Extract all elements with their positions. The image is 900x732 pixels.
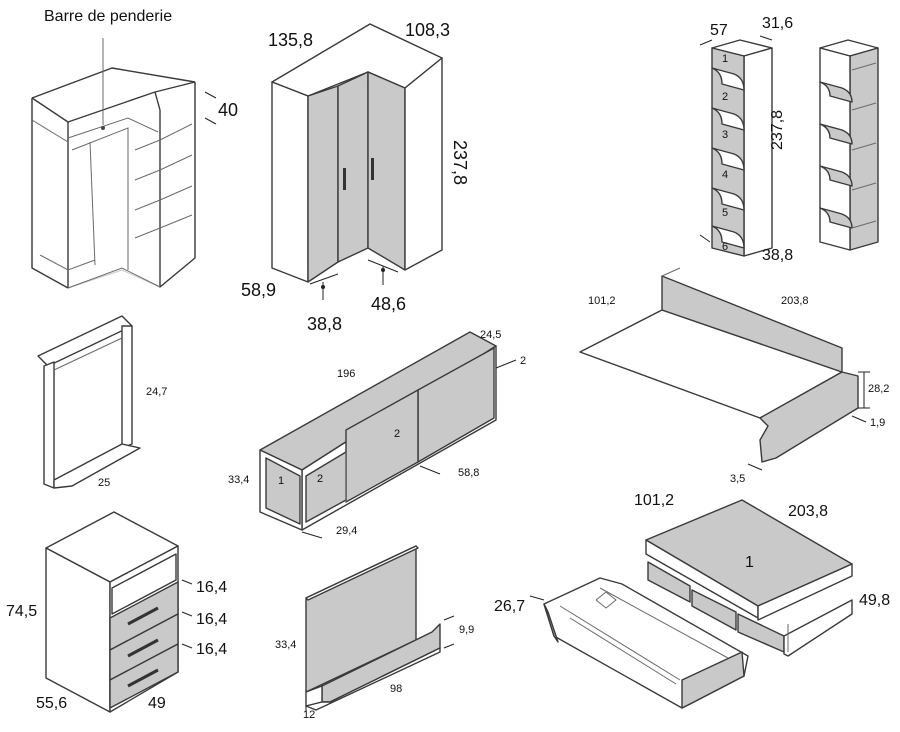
shelf-unit-depth: 31,6	[762, 15, 793, 32]
shelf-number-6: 6	[722, 241, 728, 253]
shelf-number-1: 1	[722, 53, 728, 65]
nightstand-drawer-2: 16,4	[196, 611, 227, 628]
trundle-bed	[529, 499, 853, 709]
tv-unit	[259, 331, 517, 539]
mirror-width: 25	[98, 477, 110, 489]
bed-frame-thickness: 1,9	[870, 417, 885, 429]
wardrobe-height: 237,8	[450, 140, 470, 185]
tv-unit-length: 196	[337, 368, 355, 380]
shelf-number-2: 2	[722, 91, 728, 103]
tv-unit-leg: 29,4	[336, 525, 357, 537]
mirror-frame	[37, 315, 141, 489]
bed-frame-rail	[579, 267, 870, 471]
trundle-height: 49,8	[859, 592, 890, 609]
trundle-drawer-height: 26,7	[494, 598, 525, 615]
shelf-unit-width: 57	[710, 22, 728, 39]
wardrobe-door-right: 48,6	[371, 294, 406, 314]
tv-compartment-2b: 2	[394, 428, 400, 440]
bed-frame-width: 101,2	[588, 295, 616, 307]
corner-wardrobe-wireframe	[31, 38, 217, 289]
wardrobe-door-left: 38,8	[307, 314, 342, 334]
headboard	[305, 545, 455, 712]
tv-unit-inner-width: 58,8	[458, 467, 479, 479]
shelf-number-4: 4	[722, 169, 728, 181]
nightstand-width: 55,6	[36, 695, 67, 712]
nightstand-height: 74,5	[6, 603, 37, 620]
headboard-ledge-depth: 12	[303, 709, 315, 721]
trundle-length: 203,8	[788, 503, 828, 520]
shelf-number-3: 3	[722, 129, 728, 141]
wardrobe-depth-left: 58,9	[241, 280, 276, 300]
shelf-unit-plain	[819, 39, 879, 251]
headboard-ledge-height: 9,9	[459, 624, 474, 636]
tv-compartment-2a: 2	[317, 473, 323, 485]
bed-frame-foot: 3,5	[730, 473, 745, 485]
tv-compartment-1: 1	[278, 475, 284, 487]
wardrobe-top-depth: 40	[218, 100, 238, 120]
nightstand-drawer-1: 16,4	[196, 579, 227, 596]
nightstand	[45, 511, 193, 713]
wardrobe-width-left: 135,8	[268, 30, 313, 50]
tv-unit-height: 33,4	[228, 474, 249, 486]
shelf-unit-bottom-depth: 38,8	[762, 247, 793, 264]
tv-unit-depth: 24,5	[480, 329, 501, 341]
headboard-height: 33,4	[275, 639, 296, 651]
corner-wardrobe-solid	[271, 23, 443, 300]
shelf-unit-numbered	[699, 35, 773, 257]
bed-frame-side-height: 28,2	[868, 383, 889, 395]
wardrobe-width-right: 108,3	[405, 20, 450, 40]
headboard-width: 98	[390, 683, 402, 695]
tv-unit-thickness: 2	[520, 355, 526, 367]
nightstand-drawer-3: 16,4	[196, 641, 227, 658]
bed-frame-length: 203,8	[781, 295, 809, 307]
hanging-rail-label: Barre de penderie	[44, 8, 172, 25]
trundle-top-number: 1	[745, 554, 754, 571]
shelf-unit-height: 237,8	[769, 110, 786, 150]
mirror-height: 24,7	[146, 386, 167, 398]
nightstand-depth: 49	[148, 695, 166, 712]
shelf-number-5: 5	[722, 207, 728, 219]
trundle-width: 101,2	[634, 492, 674, 509]
